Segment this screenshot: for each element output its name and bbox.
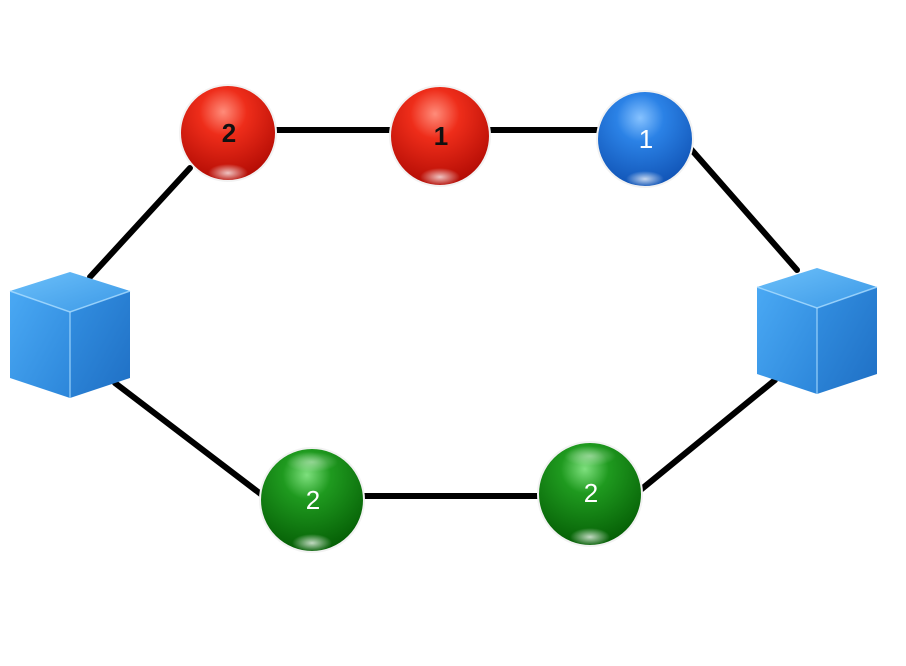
red-ball-1: 1 <box>389 85 491 187</box>
edge-left-cube-red2 <box>87 165 193 280</box>
green-ball-2-right-label: 2 <box>584 478 598 508</box>
edge-green2a-left-cube <box>112 380 265 498</box>
green-ball-2-left: 2 <box>259 447 365 553</box>
green-ball-2-left-label: 2 <box>306 485 320 515</box>
red-ball-2: 2 <box>179 84 277 182</box>
red-ball-1-label: 1 <box>434 121 448 151</box>
green-ball-2-right: 2 <box>537 441 643 547</box>
red-ball-2-label: 2 <box>222 118 236 148</box>
left-cube <box>9 272 131 398</box>
blue-ball-1: 1 <box>596 90 694 188</box>
right-cube <box>756 268 878 394</box>
edge-right-cube-green2b <box>635 377 778 495</box>
blue-ball-1-label: 1 <box>639 124 653 154</box>
edge-blue1-right-cube <box>687 145 800 273</box>
